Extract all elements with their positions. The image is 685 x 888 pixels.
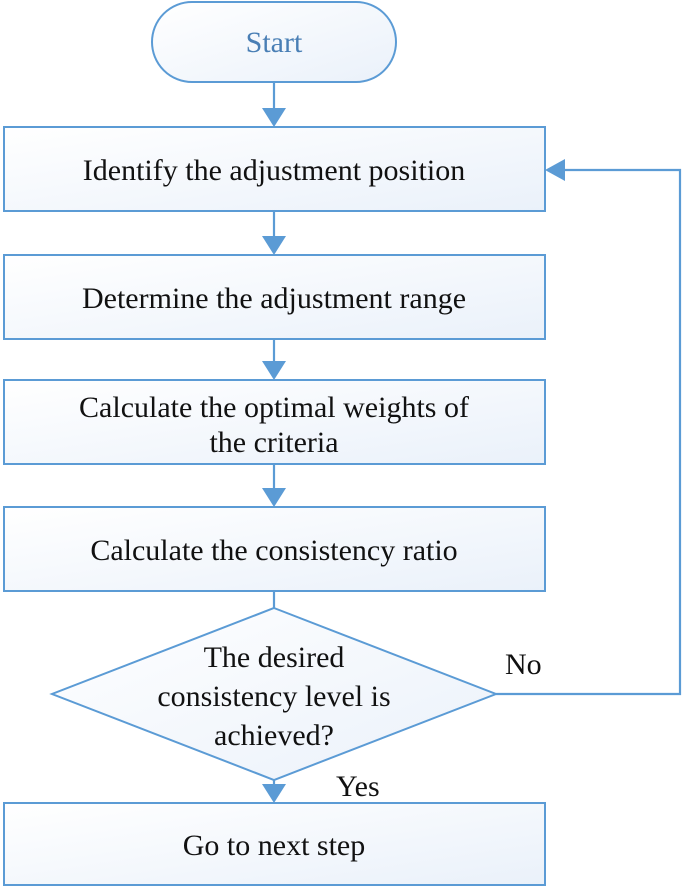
- step-go-next-box: [3, 802, 546, 886]
- decision-label-line1: The desired: [204, 641, 345, 674]
- decision-label-line3: achieved?: [214, 719, 334, 752]
- step-go-next-label: Go to next step: [183, 829, 365, 862]
- arrow-determine-to-calculate: [262, 339, 286, 380]
- arrow-identify-to-determine: [262, 211, 286, 255]
- step-calculate-weights-box: [3, 379, 546, 465]
- step-calculate-weights-label-line1: Calculate the optimal weights of: [79, 391, 469, 424]
- step-calculate-weights-label-line2: the criteria: [209, 426, 338, 459]
- arrow-decision-yes-to-next: [262, 780, 286, 803]
- start-label: Start: [246, 26, 303, 59]
- decision-label-line2: consistency level is: [157, 680, 390, 713]
- arrow-decision-no-loop: [496, 159, 682, 696]
- arrow-calculate-to-ratio: [262, 464, 286, 507]
- step-determine-range-label: Determine the adjustment range: [82, 282, 466, 315]
- step-determine-range-box: [3, 254, 546, 340]
- step-consistency-ratio-label: Calculate the consistency ratio: [90, 534, 457, 567]
- no-branch-label: No: [505, 648, 542, 681]
- yes-branch-label: Yes: [336, 770, 380, 803]
- step-identify-position-box: [3, 126, 546, 212]
- step-identify-position-label: Identify the adjustment position: [83, 154, 465, 187]
- arrow-start-to-identify: [262, 82, 286, 127]
